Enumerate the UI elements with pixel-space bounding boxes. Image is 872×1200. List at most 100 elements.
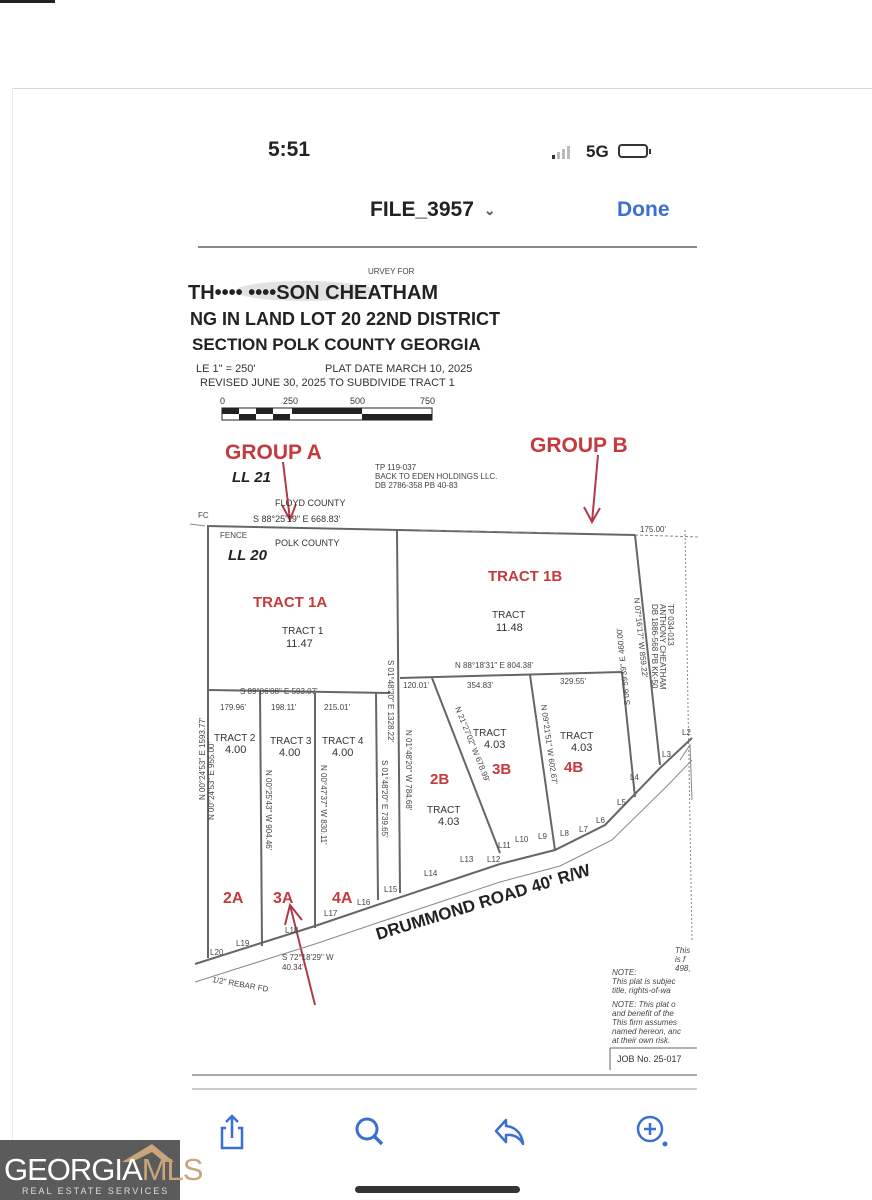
tract-acres: 4.03 (571, 742, 592, 754)
logo-brand-accent: MLS (141, 1152, 204, 1187)
home-indicator[interactable] (355, 1186, 520, 1193)
tract-acres: 11.47 (286, 638, 313, 650)
svg-text:and benefit of the: and benefit of the (612, 1009, 674, 1018)
tract-name: TRACT (427, 805, 460, 816)
tract-name: TRACT 2 (214, 733, 256, 744)
bearing-label: S 89°06'08" E 593.07' (240, 687, 318, 696)
scale-text: LE 1" = 250' (196, 363, 256, 375)
adjoiner-north: BACK TO EDEN HOLDINGS LLC. (375, 472, 497, 481)
bearing-label: N 01°48'20" W 784.68' (404, 730, 413, 811)
tract-acres: 4.03 (438, 816, 459, 828)
line-label: L18 (285, 926, 299, 935)
rebar-label: 1/2" REBAR FD (212, 975, 270, 994)
scale-tick: 0 (220, 396, 225, 406)
revised-date: REVISED JUNE 30, 2025 TO SUBDIVIDE TRACT… (200, 377, 455, 389)
scale-bar (221, 407, 433, 421)
svg-text:title, rights-of-wa: title, rights-of-wa (612, 986, 671, 995)
floyd-county: FLOYD COUNTY (275, 498, 346, 508)
line-label: L7 (579, 825, 588, 834)
line-label: L19 (236, 939, 250, 948)
plat-notes: This is f 498, NOTE: This plat is subjec… (612, 946, 691, 1045)
chevron-down-icon: ⌄ (483, 201, 496, 218)
scale-tick: 500 (350, 396, 365, 406)
svg-text:at their own risk.: at their own risk. (612, 1036, 670, 1045)
tract-1b-label: TRACT 1B (488, 568, 562, 585)
bearing-label: N 00°24'53" E 955.00' (207, 741, 216, 820)
line-label: L13 (460, 855, 474, 864)
file-title: FILE_3957 (370, 198, 474, 221)
tract-acres: 4.00 (332, 747, 353, 759)
svg-text:NOTE: This plat o: NOTE: This plat o (612, 1000, 676, 1009)
group-a-label: GROUP A (225, 441, 322, 464)
group-b-label: GROUP B (530, 434, 628, 457)
land-lot-20: LL 20 (228, 547, 268, 564)
georgia-mls-logo: GEORGIAMLS REAL ESTATE SERVICES (0, 1140, 203, 1200)
line-label: L14 (424, 869, 438, 878)
line-label: L15 (384, 885, 398, 894)
markup-icon[interactable] (632, 1112, 672, 1152)
share-icon[interactable] (212, 1112, 252, 1152)
logo-brand: GEORGIA (4, 1152, 143, 1187)
line-label: L6 (596, 816, 605, 825)
tract-name: TRACT 4 (322, 736, 364, 747)
adjoiner-east: TP 034-013 (666, 604, 675, 646)
distance-label: 198.11' (271, 703, 297, 712)
battery-icon (618, 144, 651, 158)
distance-label: 120.01' (403, 681, 429, 690)
tract-2b-label: 2B (430, 771, 449, 788)
tract-4b-label: 4B (564, 759, 583, 776)
reply-icon[interactable] (490, 1112, 530, 1152)
tract-name: TRACT 1 (282, 626, 324, 637)
divider (192, 1074, 697, 1076)
search-icon[interactable] (350, 1112, 390, 1152)
status-time: 5:51 (268, 138, 311, 161)
tract-acres: 4.03 (484, 739, 505, 751)
svg-text:named hereon, anc: named hereon, anc (612, 1027, 681, 1036)
line-label: L5 (617, 798, 626, 807)
roof-icon (122, 1144, 174, 1162)
land-lot-21: LL 21 (232, 469, 271, 486)
bearing-label: N 00°25'43" W 904.46' (264, 770, 273, 851)
bearing-label: S 06°59'39" E 460.00' (615, 627, 632, 706)
svg-text:This: This (675, 946, 690, 955)
fence-label: FENCE (220, 531, 247, 540)
svg-text:is f: is f (675, 955, 686, 964)
line-label: L10 (515, 835, 529, 844)
scan-mark (0, 0, 55, 3)
tract-1a-label: TRACT 1A (253, 594, 327, 611)
bearing-label: N 88°18'31" E 804.38' (455, 661, 534, 670)
line-label: L12 (487, 855, 501, 864)
tract-acres: 11.48 (496, 622, 523, 634)
redaction-blur (235, 281, 375, 301)
line-label: L17 (324, 909, 338, 918)
fence-corner: FC (198, 511, 209, 520)
logo-tagline: REAL ESTATE SERVICES (22, 1186, 170, 1196)
file-title-menu[interactable]: FILE_3957 ⌄ (370, 198, 496, 222)
line-label: L2 (682, 728, 691, 737)
tract-acres: 4.00 (225, 744, 246, 756)
tract-acres: 4.00 (279, 747, 300, 759)
done-button[interactable]: Done (617, 198, 670, 221)
top-right-distance: 175.00' (640, 525, 666, 534)
line-label: L8 (560, 829, 569, 838)
bearing-label: S 01°48'20" E 739.65' (380, 760, 389, 838)
bearing-label: N 00°24'53" E 1593.77' (198, 717, 207, 800)
section-line: SECTION POLK COUNTY GEORGIA (192, 335, 481, 354)
top-bearing: S 88°25'19" E 668.83' (253, 514, 341, 524)
line-labels: L2 L3 L4 L5 L6 L7 L8 L9 L10 L11 L12 L13 … (210, 728, 691, 957)
line-label: L11 (498, 841, 511, 850)
tract-name: TRACT (473, 728, 506, 739)
tract-3a-label: 3A (273, 890, 294, 907)
svg-text:498,: 498, (675, 964, 691, 973)
bearing-label: S 01°48'20" E 1328.22' (386, 660, 395, 743)
divider (198, 246, 697, 248)
plat-date: PLAT DATE MARCH 10, 2025 (325, 363, 472, 375)
distance-label: 329.55' (560, 677, 586, 686)
tract-name: TRACT (492, 610, 525, 621)
land-lot-line: NG IN LAND LOT 20 22ND DISTRICT (190, 309, 500, 329)
svg-text:This firm assumes: This firm assumes (612, 1018, 677, 1027)
line-label: L16 (357, 898, 371, 907)
line-label: L20 (210, 948, 224, 957)
arrow-icon (281, 454, 601, 1006)
